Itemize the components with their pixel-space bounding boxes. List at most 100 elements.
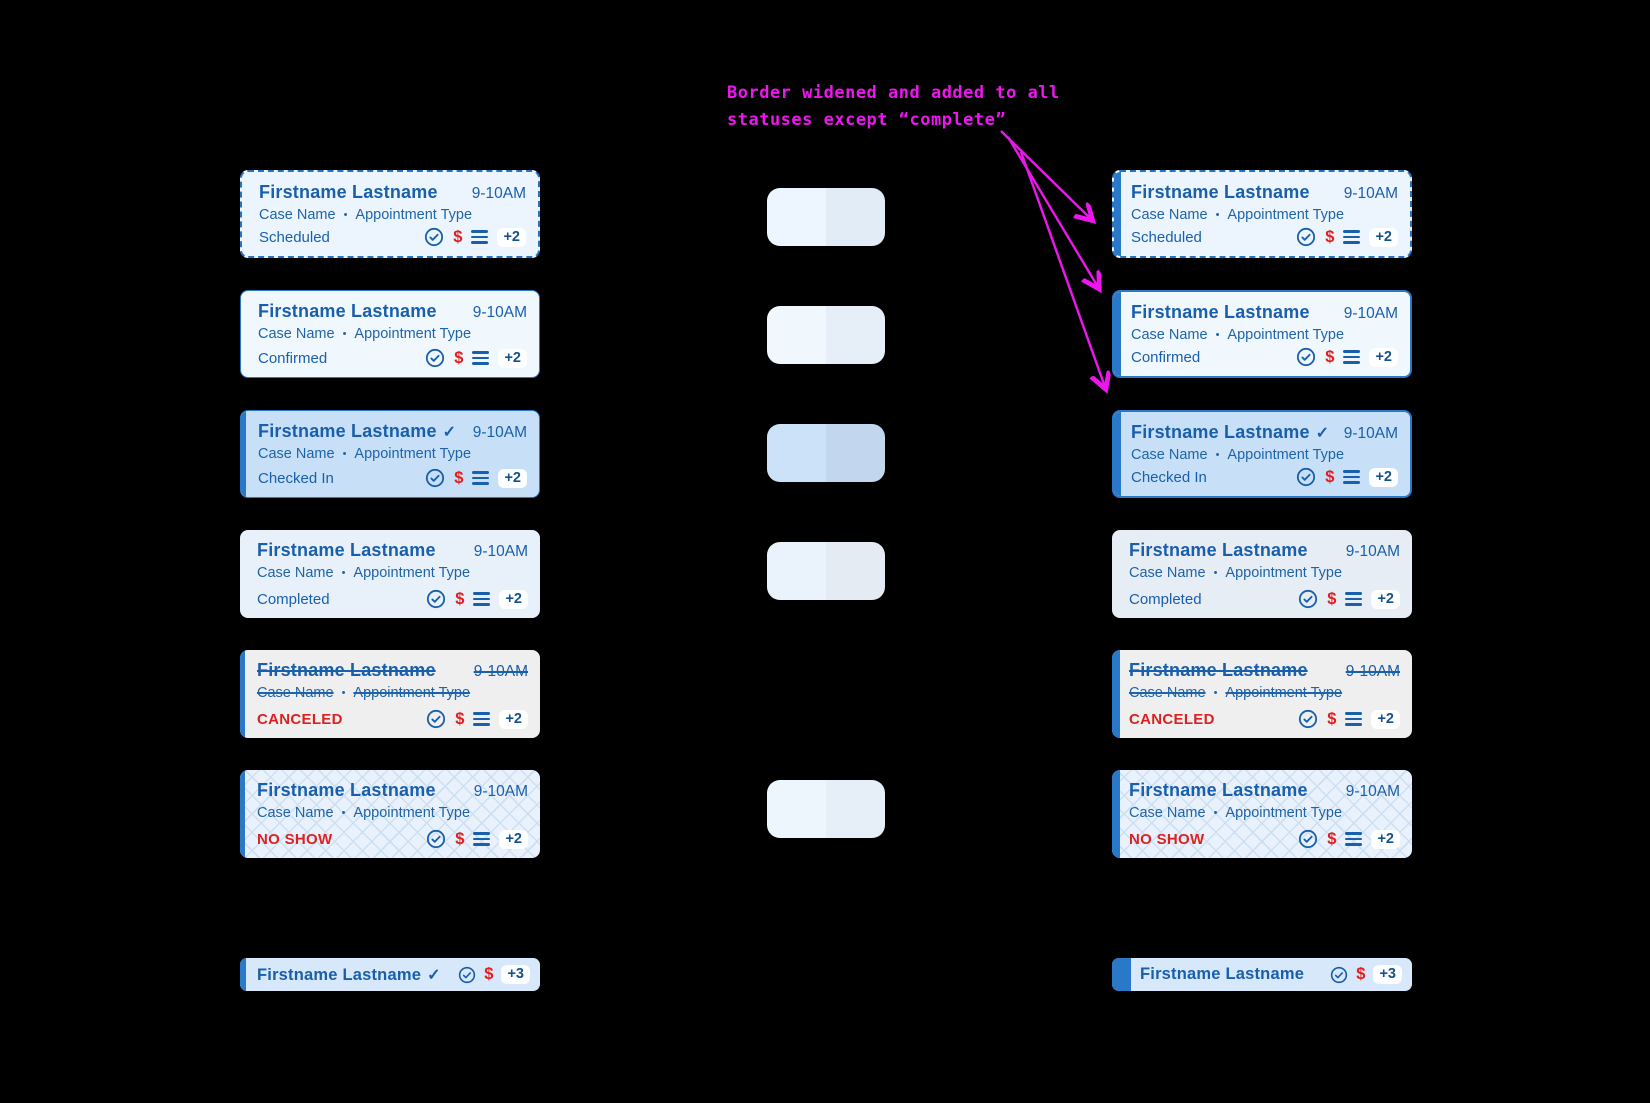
billing-icon: $	[454, 468, 464, 487]
case-name: Case Name	[258, 326, 335, 342]
appointment-time: 9-10AM	[473, 663, 528, 680]
checked-in-check-icon: ✓	[427, 966, 441, 984]
more-count-badge: +3	[501, 965, 530, 984]
case-name: Case Name	[257, 805, 334, 821]
status-accent-bar	[240, 958, 246, 991]
more-count-badge: +2	[499, 709, 528, 729]
appointment-time: 9-10AM	[1345, 663, 1400, 680]
checked-in-check-icon: ✓	[442, 424, 457, 441]
check-circle-icon	[1297, 467, 1316, 487]
before-column: Firstname Lastname 9-10AM Case Name • Ap…	[240, 170, 540, 858]
check-circle-icon	[427, 829, 446, 849]
compact-appointment-card-after[interactable]: Firstname Lastname $ +3	[1112, 958, 1412, 991]
status-accent-bar	[1112, 958, 1131, 991]
patient-name: Firstname Lastname	[1140, 965, 1305, 983]
list-lines-icon	[1343, 230, 1361, 244]
annotation-note: Border widened and added to all statuses…	[727, 80, 1060, 134]
appointment-time: 9-10AM	[473, 543, 528, 560]
appointment-card-scheduled-before[interactable]: Firstname Lastname 9-10AM Case Name • Ap…	[240, 170, 540, 258]
status-label: Completed	[257, 590, 330, 608]
arrow-to-confirmed	[1006, 136, 1098, 287]
billing-icon: $	[1327, 829, 1337, 848]
check-circle-icon	[1299, 589, 1318, 609]
check-circle-icon	[1299, 829, 1318, 849]
billing-icon: $	[1327, 709, 1337, 728]
case-name: Case Name	[257, 685, 334, 701]
appointment-time: 9-10AM	[472, 304, 527, 321]
case-name: Case Name	[1129, 565, 1206, 581]
check-circle-icon	[459, 966, 476, 983]
appointment-time: 9-10AM	[1343, 305, 1398, 322]
separator-dot: •	[1213, 567, 1218, 579]
appointment-type: Appointment Type	[1227, 447, 1345, 463]
annotation-line-1: Border widened and added to all	[727, 83, 1060, 103]
separator-dot: •	[1215, 209, 1220, 221]
appointment-type: Appointment Type	[1225, 805, 1343, 821]
billing-icon: $	[1325, 467, 1335, 486]
more-count-badge: +2	[499, 829, 528, 849]
appointment-card-confirmed-after[interactable]: Firstname Lastname 9-10AM Case Name • Ap…	[1112, 290, 1412, 378]
status-accent-bar	[1114, 412, 1121, 496]
after-column: Firstname Lastname 9-10AM Case Name • Ap…	[1112, 170, 1412, 858]
appointment-type: Appointment Type	[355, 207, 473, 223]
color-swatch-completed	[767, 542, 885, 600]
appointment-card-completed-after[interactable]: Firstname Lastname 9-10AM Case Name • Ap…	[1112, 530, 1412, 618]
appointment-card-canceled-after[interactable]: Firstname Lastname 9-10AM Case Name • Ap…	[1112, 650, 1412, 738]
appointment-type: Appointment Type	[1227, 207, 1345, 223]
check-circle-icon	[1297, 227, 1316, 247]
status-accent-bar	[1112, 650, 1120, 738]
list-lines-icon	[472, 471, 490, 485]
color-swatch-no-show	[767, 780, 885, 838]
list-lines-icon	[1343, 470, 1361, 484]
more-count-badge: +2	[1371, 709, 1400, 729]
check-circle-icon	[426, 348, 445, 368]
appointment-card-canceled-before[interactable]: Firstname Lastname 9-10AM Case Name • Ap…	[240, 650, 540, 738]
list-lines-icon	[473, 592, 491, 606]
status-label: CANCELED	[257, 710, 343, 728]
status-label: Checked In	[258, 469, 334, 487]
separator-dot: •	[1215, 329, 1220, 341]
more-count-badge: +2	[1369, 467, 1398, 487]
appointment-card-confirmed-before[interactable]: Firstname Lastname 9-10AM Case Name • Ap…	[240, 290, 540, 378]
status-label: Scheduled	[259, 228, 330, 246]
status-accent-bar	[1114, 292, 1121, 376]
list-lines-icon	[1345, 592, 1363, 606]
list-lines-icon	[1345, 832, 1363, 846]
appointment-card-scheduled-after[interactable]: Firstname Lastname 9-10AM Case Name • Ap…	[1112, 170, 1412, 258]
billing-icon: $	[1327, 589, 1337, 608]
status-accent-bar	[240, 650, 245, 738]
appointment-type: Appointment Type	[354, 446, 472, 462]
appointment-time: 9-10AM	[1343, 185, 1398, 202]
appointment-card-checked-in-after[interactable]: Firstname Lastname✓ 9-10AM Case Name • A…	[1112, 410, 1412, 498]
appointment-type: Appointment Type	[1225, 565, 1343, 581]
color-swatch-checked-in	[767, 424, 885, 482]
patient-name: Firstname Lastname	[257, 540, 436, 560]
appointment-card-no-show-after[interactable]: Firstname Lastname 9-10AM Case Name • Ap…	[1112, 770, 1412, 858]
list-lines-icon	[471, 230, 489, 244]
appointment-card-completed-before[interactable]: Firstname Lastname 9-10AM Case Name • Ap…	[240, 530, 540, 618]
color-swatch-confirmed	[767, 306, 885, 364]
appointment-time: 9-10AM	[473, 783, 528, 800]
appointment-card-no-show-before[interactable]: Firstname Lastname 9-10AM Case Name • Ap…	[240, 770, 540, 858]
compact-appointment-card-before[interactable]: Firstname Lastname✓ $ +3	[240, 958, 540, 991]
appointment-type: Appointment Type	[354, 326, 472, 342]
check-circle-icon	[427, 589, 446, 609]
appointment-time: 9-10AM	[1343, 425, 1398, 442]
status-label: Confirmed	[1131, 348, 1201, 366]
case-name: Case Name	[1129, 805, 1206, 821]
more-count-badge: +2	[1371, 589, 1400, 609]
status-accent-bar	[1114, 172, 1121, 256]
appointment-card-checked-in-before[interactable]: Firstname Lastname✓ 9-10AM Case Name • A…	[240, 410, 540, 498]
status-label: NO SHOW	[1129, 830, 1205, 848]
patient-name: Firstname Lastname	[1129, 780, 1308, 800]
arrow-to-checked-in	[1019, 151, 1105, 387]
patient-name: Firstname Lastname✓	[1131, 422, 1330, 442]
appointment-type: Appointment Type	[1225, 685, 1343, 701]
separator-dot: •	[342, 448, 347, 460]
patient-name: Firstname Lastname✓	[257, 965, 441, 984]
more-count-badge: +3	[1373, 965, 1402, 984]
billing-icon: $	[1356, 965, 1366, 983]
check-circle-icon	[1299, 709, 1318, 729]
case-name: Case Name	[1129, 685, 1206, 701]
